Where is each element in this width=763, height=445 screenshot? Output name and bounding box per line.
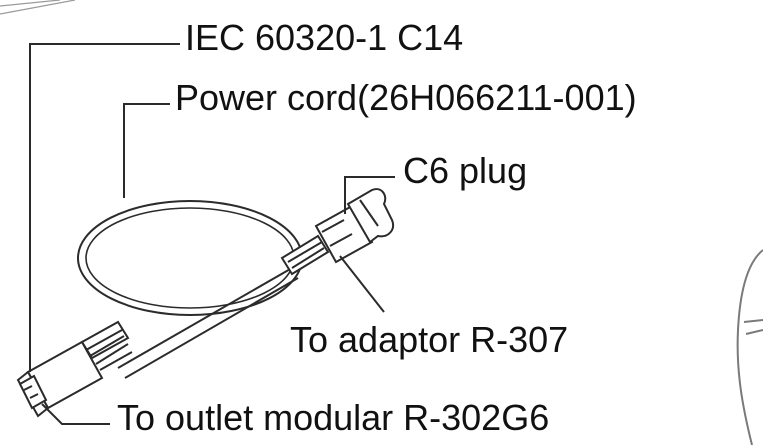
c6-plug — [280, 188, 394, 276]
device-outline — [736, 249, 763, 445]
label-c6-plug: C6 plug — [403, 150, 528, 191]
label-to-adaptor: To adaptor R-307 — [290, 319, 569, 360]
cord-cable — [117, 267, 299, 379]
leader-lines — [29, 43, 395, 425]
cord-coil — [77, 200, 303, 316]
background-hatch — [0, 0, 76, 15]
label-to-outlet: To outlet modular R-302G6 — [117, 397, 550, 438]
label-power-cord: Power cord(26H066211-001) — [175, 77, 637, 118]
c14-connector — [16, 320, 133, 418]
label-iec-c14: IEC 60320-1 C14 — [185, 17, 464, 58]
